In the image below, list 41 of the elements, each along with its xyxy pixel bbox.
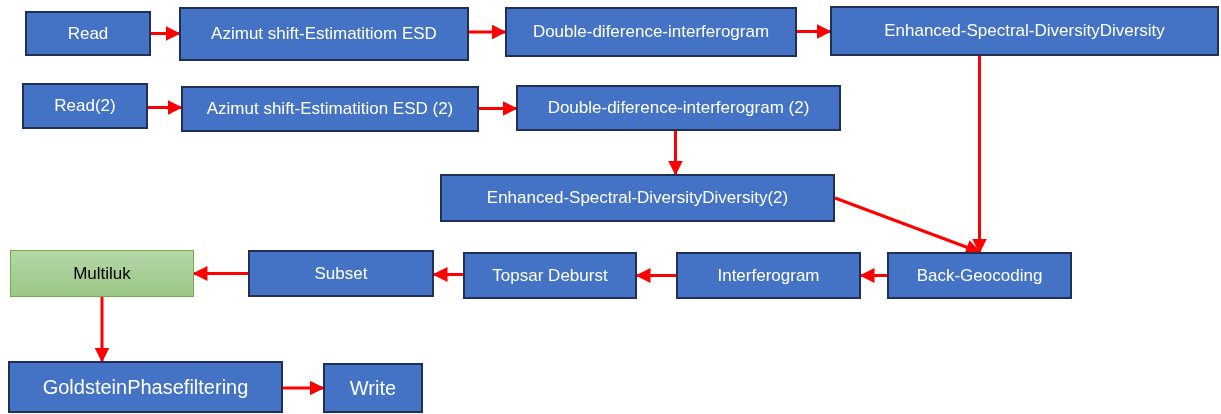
arrow bbox=[283, 380, 325, 396]
process-box bbox=[505, 7, 797, 57]
process-box bbox=[10, 250, 194, 297]
process-box bbox=[248, 250, 434, 297]
box-label: Topsar Deburst bbox=[492, 264, 608, 287]
box-label: Write bbox=[349, 375, 397, 401]
process-box bbox=[887, 252, 1072, 299]
arrow bbox=[469, 24, 507, 40]
box-label: Azimut shift-Estimatitiom ESD bbox=[211, 23, 437, 45]
arrow bbox=[972, 56, 987, 254]
box-label: Read(2) bbox=[54, 95, 116, 117]
box-label: Enhanced-Spectral-DiversityDiversity bbox=[884, 20, 1165, 42]
process-box bbox=[830, 6, 1219, 56]
process-box bbox=[22, 83, 148, 129]
box-label: Subset bbox=[314, 262, 368, 285]
arrow bbox=[94, 297, 110, 363]
arrow bbox=[668, 131, 683, 176]
box-label: Double-diference-interferogram bbox=[532, 21, 770, 43]
process-box bbox=[463, 252, 637, 299]
process-box bbox=[179, 7, 469, 61]
box-label: Azimut shift-Estimatition ESD (2) bbox=[206, 98, 454, 120]
process-box bbox=[676, 252, 861, 299]
process-box bbox=[25, 11, 151, 56]
process-box bbox=[440, 174, 835, 222]
arrow bbox=[834, 196, 981, 255]
box-label: Double-diference-interferogram (2) bbox=[547, 97, 810, 119]
arrow bbox=[797, 24, 832, 39]
arrow bbox=[148, 100, 183, 115]
arrow bbox=[479, 101, 518, 116]
arrow bbox=[151, 26, 181, 41]
arrow bbox=[192, 266, 248, 281]
box-label: Enhanced-Spectral-DiversityDiversity(2) bbox=[486, 187, 789, 209]
box-label: Read bbox=[67, 22, 109, 45]
box-label: Interferogram bbox=[717, 264, 820, 287]
process-box bbox=[323, 363, 423, 413]
process-box bbox=[8, 361, 283, 413]
process-box bbox=[516, 85, 841, 131]
box-label: GoldsteinPhasefiltering bbox=[42, 374, 249, 400]
process-box bbox=[181, 86, 479, 132]
box-label: Multiluk bbox=[73, 262, 131, 285]
box-label: Back-Geocoding bbox=[916, 264, 1043, 287]
